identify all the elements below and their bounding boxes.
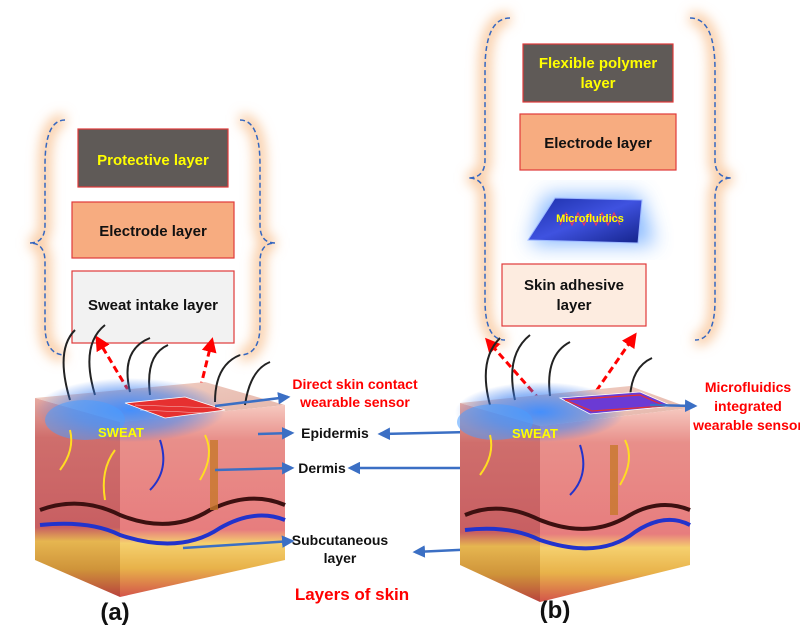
flexible-polymer-label-line1: Flexible polymer: [539, 55, 658, 72]
electrode-layer-label-a: Electrode layer: [99, 223, 207, 240]
dermis-label: Dermis: [298, 460, 346, 476]
mf-sensor-label-line1: Microfluidics: [705, 379, 792, 395]
skin-adhesive-label-line1: Skin adhesive: [524, 277, 624, 294]
electrode-layer-box-b: Electrode layer: [519, 113, 677, 171]
panel-b: Flexible polymer layer Electrode layer M…: [455, 12, 800, 624]
sweat-intake-layer-label: Sweat intake layer: [88, 297, 218, 314]
direct-contact-label-line2: wearable sensor: [299, 394, 410, 410]
sweat-intake-layer-box: Sweat intake layer: [71, 270, 235, 344]
subcutaneous-label-line2: layer: [324, 550, 357, 566]
microfluidics-sensor-arrow: [649, 399, 698, 413]
caption-a: (a): [100, 599, 129, 626]
microfluidics-chip-label: Microfluidics: [556, 213, 624, 225]
epidermis-label: Epidermis: [301, 425, 369, 441]
epidermis-arrow-a: [257, 427, 295, 440]
skin-adhesive-layer-box: Skin adhesive layer: [501, 263, 647, 327]
electrode-layer-box-a: Electrode layer: [71, 201, 235, 259]
protective-layer-label: Protective layer: [97, 152, 209, 169]
panel-a-braces: [29, 119, 276, 356]
sweat-label-b: SWEAT: [512, 426, 558, 441]
protective-layer-box: Protective layer: [77, 128, 229, 188]
panel-a: Protective layer Electrode layer Sweat i…: [29, 114, 286, 626]
flexible-polymer-label-line2: layer: [580, 75, 615, 92]
electrode-layer-label-b: Electrode layer: [544, 135, 652, 152]
layers-of-skin-title: Layers of skin: [295, 585, 409, 604]
sweat-label-a: SWEAT: [98, 425, 144, 440]
epidermis-arrow-b: [377, 427, 471, 441]
flexible-polymer-layer-box: Flexible polymer layer: [522, 43, 674, 103]
skin-block-a: SWEAT: [35, 324, 286, 597]
subcutaneous-arrow-a: [182, 535, 295, 550]
microfluidics-chip: Microfluidics: [527, 195, 655, 245]
caption-b: (b): [540, 597, 571, 624]
panel-b-braces: [467, 17, 733, 341]
skin-block-b: SWEAT: [455, 334, 691, 602]
direct-contact-label-line1: Direct skin contact: [292, 376, 418, 392]
mf-sensor-label-line3: wearable sensor: [692, 417, 800, 433]
mf-sensor-label-line2: integrated: [714, 398, 782, 414]
skin-adhesive-label-line2: layer: [556, 297, 591, 314]
subcutaneous-label-line1: Subcutaneous: [292, 532, 389, 548]
direct-contact-arrow: [214, 392, 291, 408]
dermis-arrow-a: [214, 462, 295, 475]
